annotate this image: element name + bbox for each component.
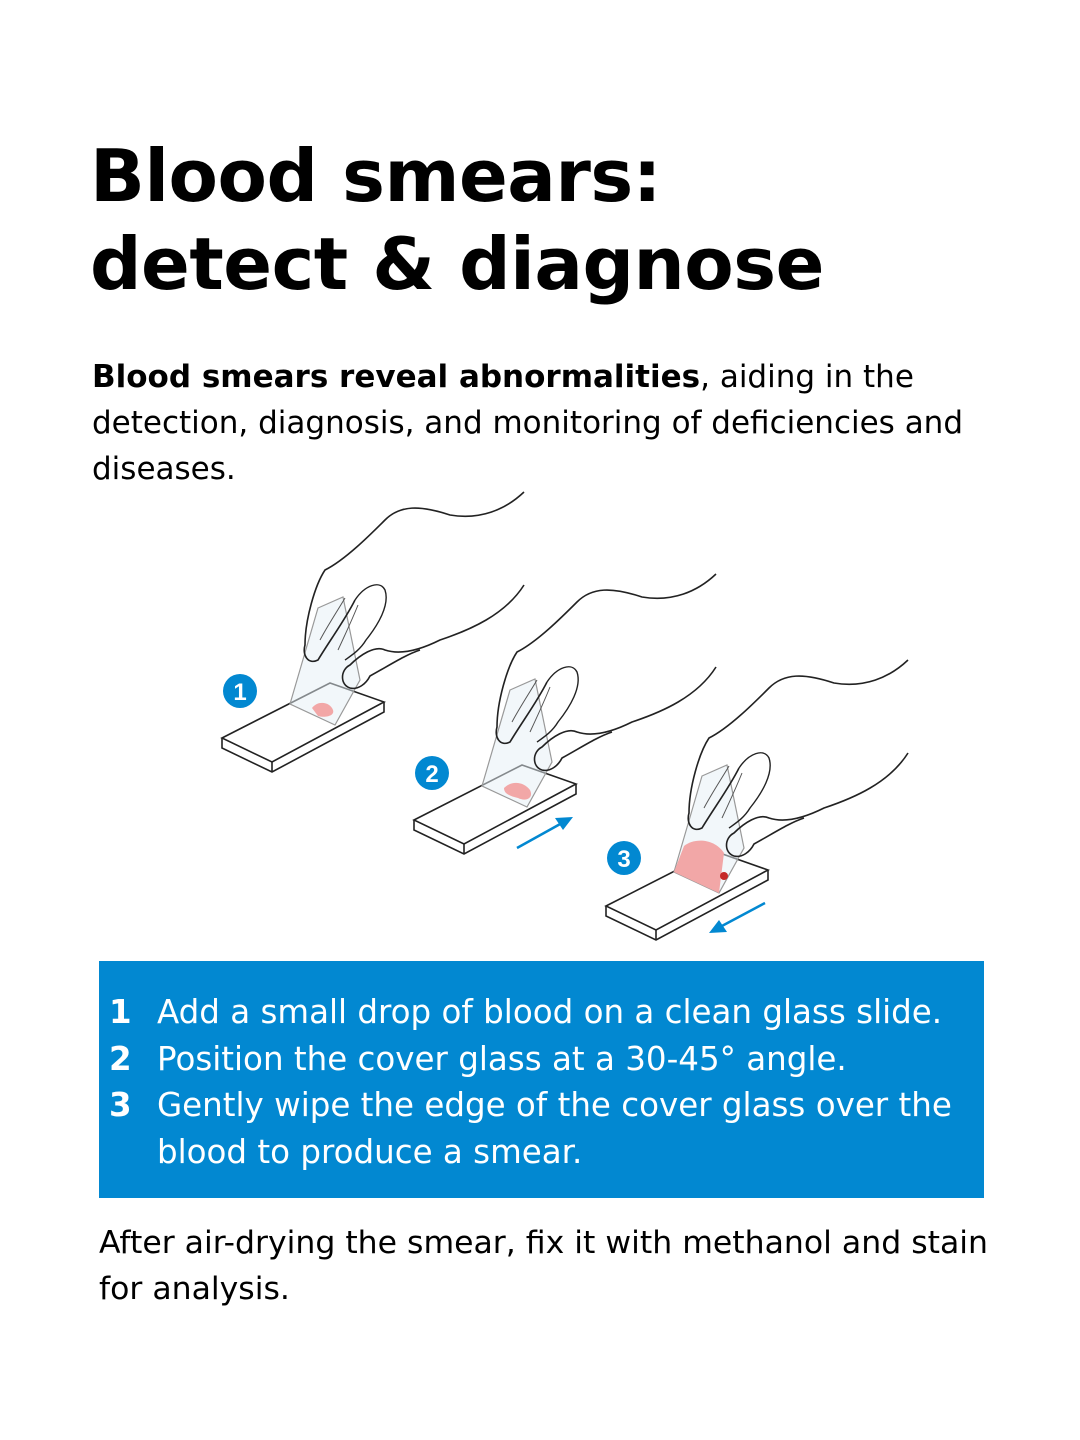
scene-2 — [413, 573, 717, 855]
outro-paragraph: After air-drying the smear, fix it with … — [99, 1225, 988, 1307]
blood-spread — [504, 782, 532, 800]
blood-smear — [674, 840, 724, 893]
step-text: Gently wipe the edge of the cover glass … — [157, 1086, 952, 1171]
arrow-back-icon — [709, 901, 766, 933]
scene-1 — [221, 491, 525, 773]
step-3: 3 Gently wipe the edge of the cover glas… — [109, 1082, 984, 1175]
title-line-1: Blood smears: — [90, 134, 662, 218]
svg-text:1: 1 — [233, 679, 246, 706]
arrow-forward-icon — [516, 817, 573, 850]
blood-drop — [312, 702, 334, 717]
badge-2: 2 — [415, 756, 449, 790]
step-1: 1 Add a small drop of blood on a clean g… — [109, 989, 984, 1036]
step-number: 1 — [109, 993, 132, 1031]
badge-3: 3 — [607, 841, 641, 875]
smear-illustration: 1 2 3 — [221, 491, 909, 941]
step-text: Position the cover glass at a 30-45° ang… — [157, 1039, 847, 1078]
intro-bold: Blood smears reveal abnormalities — [92, 359, 701, 395]
page-title: Blood smears: detect & diagnose — [90, 132, 824, 308]
steps-box: 1 Add a small drop of blood on a clean g… — [99, 961, 984, 1198]
svg-text:2: 2 — [425, 761, 438, 788]
step-text: Add a small drop of blood on a clean gla… — [157, 993, 943, 1031]
badge-1: 1 — [223, 674, 257, 708]
title-line-2: detect & diagnose — [90, 222, 824, 306]
step-2: 2 Position the cover glass at a 30-45° a… — [109, 1036, 984, 1083]
scene-3 — [605, 659, 909, 941]
intro-paragraph: Blood smears reveal abnormalities, aidin… — [92, 354, 992, 492]
intro-rest: , aiding in the detection, diagnosis, an… — [92, 359, 964, 487]
step-number: 2 — [109, 1039, 132, 1078]
svg-text:3: 3 — [617, 846, 630, 873]
step-number: 3 — [109, 1086, 132, 1124]
